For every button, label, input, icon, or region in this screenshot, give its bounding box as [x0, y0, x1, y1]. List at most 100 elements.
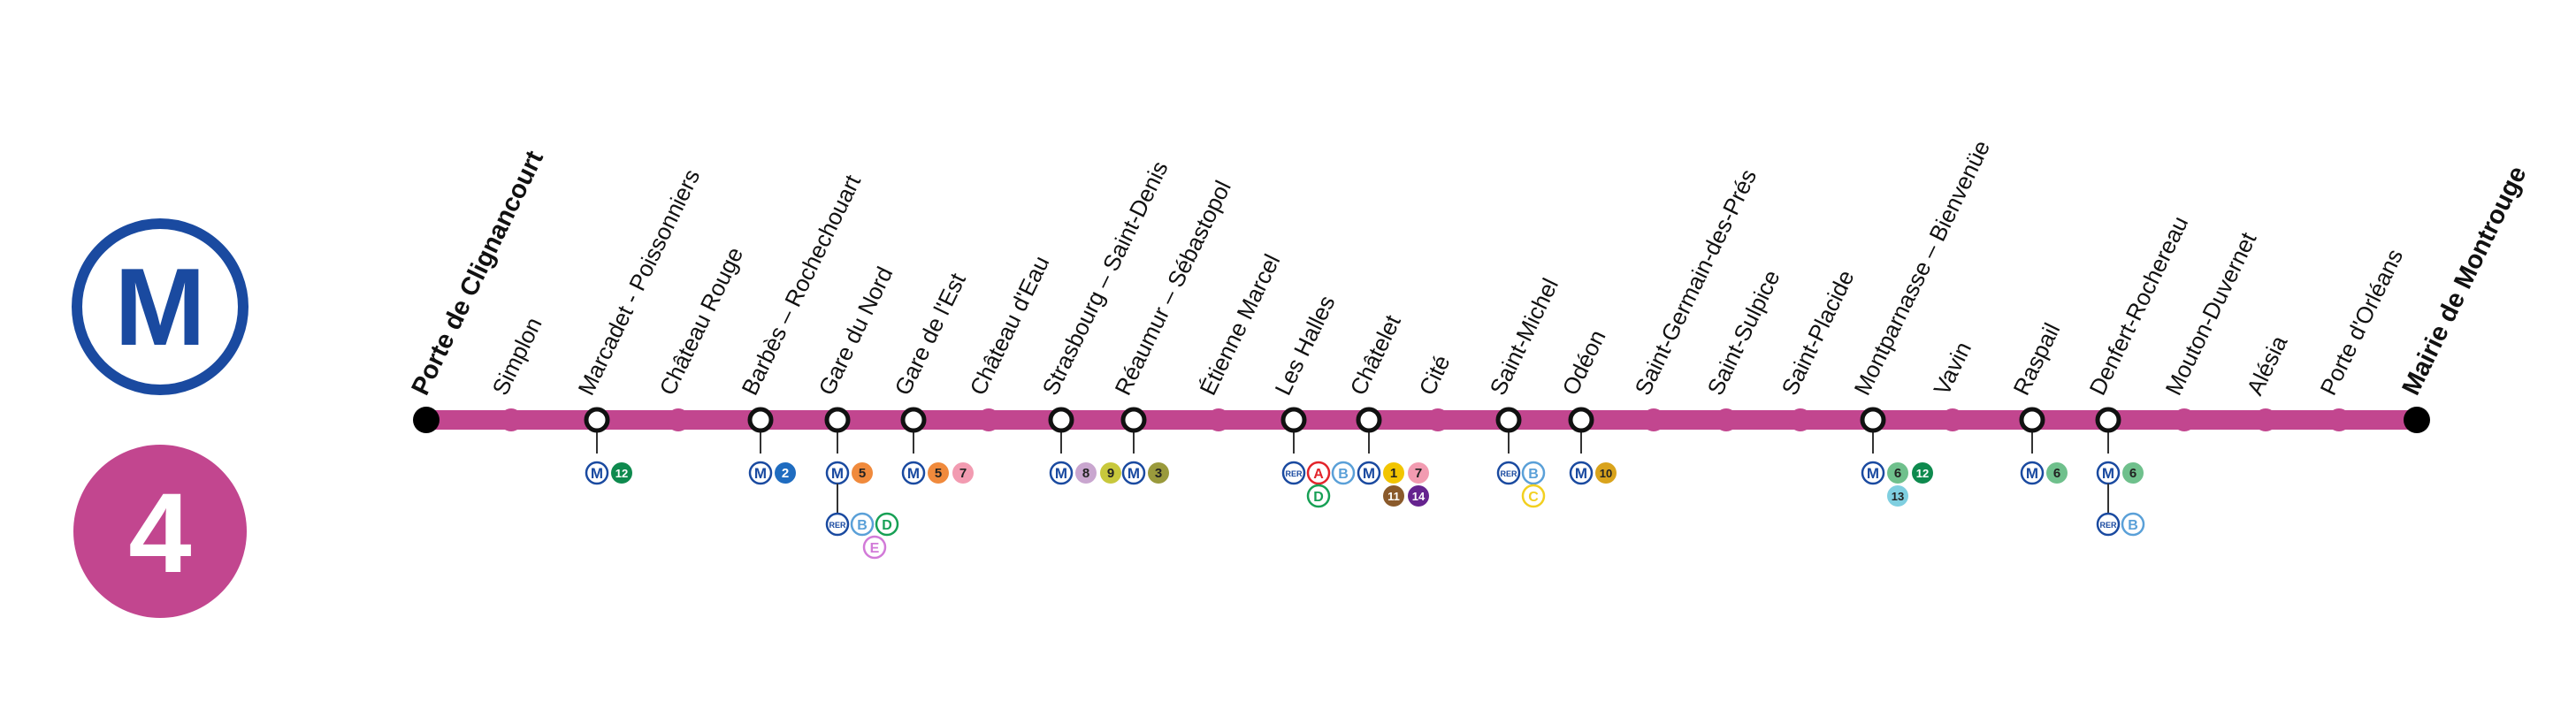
rer-badge-icon — [825, 512, 850, 537]
rer-line-B-badge — [1331, 461, 1356, 485]
interchange-dot — [584, 407, 610, 433]
rer-line-B-badge — [2121, 512, 2145, 537]
station-label: Saint-Placide — [1776, 266, 1859, 400]
metro-line-8-label: 8 — [1082, 466, 1089, 481]
station-label: Étienne Marcel — [1194, 250, 1285, 400]
metro-line-14-badge — [1408, 485, 1429, 507]
metro-badge-icon — [1357, 461, 1381, 485]
metro-logo: M — [72, 218, 248, 395]
metro-line-11-label: 11 — [1387, 490, 1400, 503]
metro-line-9-badge — [1100, 462, 1121, 484]
station-dot — [2254, 408, 2277, 431]
rer-line-C-label: C — [1528, 490, 1539, 505]
rer-line-A-label: A — [1313, 467, 1324, 482]
station-label: Strasbourg – Saint-Denis — [1036, 156, 1173, 399]
metro-line-5-badge — [928, 462, 949, 484]
metro-line-11-badge — [1383, 485, 1404, 507]
interchange-dot — [824, 407, 851, 433]
metro-badge-icon — [585, 461, 609, 485]
station-dot — [1207, 408, 1230, 431]
station-dot — [1426, 408, 1449, 431]
metro-line-5-label: 5 — [859, 466, 866, 481]
rer-line-D-label: D — [882, 518, 892, 533]
rer-badge-icon — [1496, 461, 1521, 485]
metro-line-10-badge — [1595, 462, 1617, 484]
interchange-dot — [1495, 407, 1522, 433]
rer-line-B-badge — [850, 512, 875, 537]
interchange-dot — [1120, 407, 1147, 433]
metro-line-8-badge — [1075, 462, 1097, 484]
station-label: Raspail — [2007, 319, 2065, 400]
station-0: Porte de Clignancourt — [407, 146, 549, 433]
metro-badge-label: M — [1127, 465, 1140, 482]
rer-line-D-label: D — [1313, 490, 1324, 505]
rer-badge-label: RER — [2099, 521, 2117, 530]
metro-line-3-label: 3 — [1155, 466, 1162, 481]
station-dot — [1789, 408, 1812, 431]
interchange-dot — [1280, 407, 1307, 433]
rer-line-B-label: B — [1338, 467, 1349, 482]
rer-badge-icon — [2096, 512, 2121, 537]
rer-line-D-badge — [875, 512, 899, 537]
metro-badge-label: M — [1575, 465, 1587, 482]
station-dot — [500, 408, 523, 431]
station-dot — [667, 408, 690, 431]
interchange-dot — [747, 407, 774, 433]
rer-line-B-label: B — [2128, 518, 2138, 533]
metro-line-6-label: 6 — [2053, 466, 2060, 481]
interchange-dot — [900, 407, 927, 433]
rer-line-E-badge — [862, 535, 887, 560]
station-7: Château d'Eau — [964, 252, 1054, 431]
terminus-dot — [413, 407, 440, 433]
station-dot — [1941, 408, 1964, 431]
metro-badge-icon — [2020, 461, 2045, 485]
station-label: Simplon — [486, 313, 547, 400]
station-26: Mairie de Montrouge — [2397, 162, 2533, 433]
station-label: Les Halles — [1269, 291, 1340, 399]
metro-line-2-label: 2 — [782, 466, 789, 481]
metro-badge-icon — [1861, 461, 1885, 485]
metro-line-7-label: 7 — [959, 466, 967, 481]
metro-line-2-badge — [775, 462, 796, 484]
metro-line-3-badge — [1148, 462, 1169, 484]
station-label: Odéon — [1556, 325, 1610, 399]
station-16: Saint-Germain-des-Prés — [1629, 165, 1762, 431]
metro-logo-letter: M — [114, 247, 205, 369]
metro-badge-icon — [1569, 461, 1594, 485]
interchange-dot — [1356, 407, 1382, 433]
metro-badge-label: M — [1363, 465, 1375, 482]
station-label: Mairie de Montrouge — [2397, 162, 2533, 400]
interchange-dot — [1048, 407, 1074, 433]
station-10: Étienne Marcel — [1194, 250, 1285, 431]
metro-line-1-label: 1 — [1390, 466, 1397, 481]
rer-badge-label: RER — [829, 521, 846, 530]
rer-line-A-badge — [1306, 461, 1331, 485]
interchange-dot — [1568, 407, 1594, 433]
metro-line-7-label: 7 — [1415, 466, 1422, 481]
metro-line-6-badge — [2122, 462, 2144, 484]
interchange-dot — [1860, 407, 1886, 433]
metro-line-12-badge — [1912, 462, 1933, 484]
metro-badge-label: M — [2026, 465, 2038, 482]
station-dot — [2173, 408, 2196, 431]
rer-line-C-badge — [1521, 484, 1546, 508]
metro-line-12-label: 12 — [615, 467, 628, 480]
metro-badge-label: M — [831, 465, 844, 482]
metro-line-14-label: 14 — [1412, 490, 1426, 503]
station-label: Vavin — [1928, 338, 1976, 400]
metro-line-6-badge — [2046, 462, 2068, 484]
station-dot — [1642, 408, 1665, 431]
metro-line-5-badge — [852, 462, 873, 484]
interchange-dot — [2019, 407, 2045, 433]
station-dot — [2328, 408, 2351, 431]
station-label: Saint-Michel — [1484, 274, 1563, 400]
